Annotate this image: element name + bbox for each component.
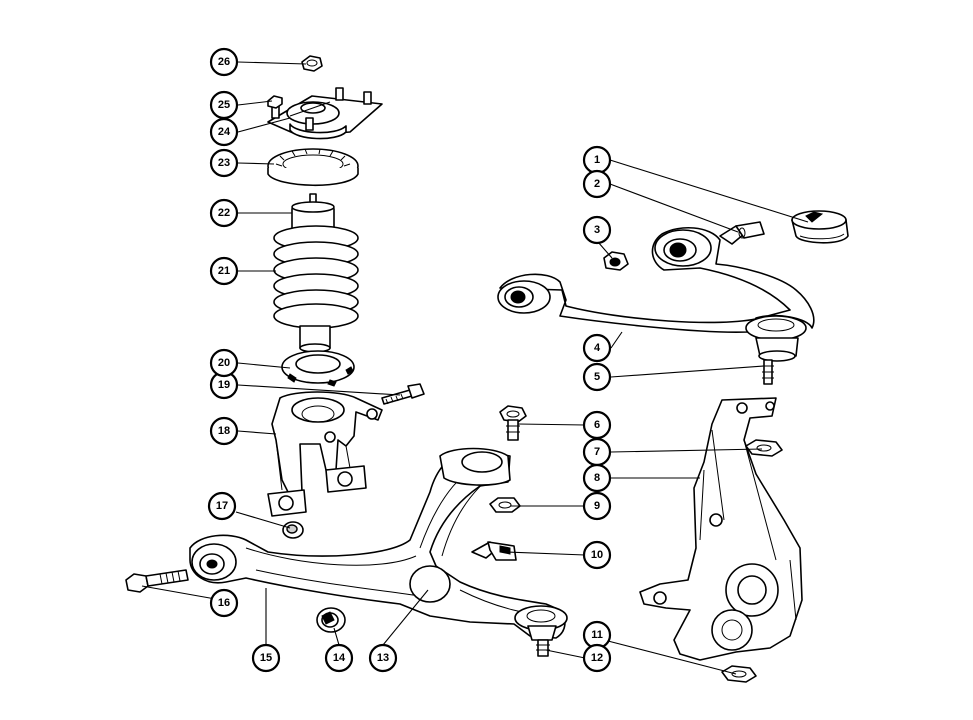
part-23-upper-spring-seat [267,148,359,187]
part-5-ball-joint-stud [755,337,799,385]
callout-15-label: 15 [260,652,272,664]
callout-1-label: 1 [594,154,600,166]
callout-25-label: 25 [218,99,230,111]
part-26-nut [301,55,323,72]
callout-10-label: 10 [591,549,603,561]
part-3-nut [603,251,629,271]
strut-assembly [267,55,425,539]
part-2-bushing-sleeve [719,221,765,245]
callout-7: 7 [582,437,612,467]
callout-9-label: 9 [594,500,600,512]
callout-24: 24 [209,117,239,147]
callout-2: 2 [582,169,612,199]
leader-lines [141,61,809,675]
callout-20-label: 20 [218,357,230,369]
callout-13: 13 [368,643,398,673]
callout-5: 5 [582,362,612,392]
callout-13-label: 13 [377,652,389,664]
lower-control-arm-group [125,405,568,657]
callout-5-label: 5 [594,371,600,383]
part-25-nut [267,95,283,109]
callout-8-label: 8 [594,472,600,484]
part-9-nut [489,497,521,513]
callout-19: 19 [209,370,239,400]
callout-12: 12 [582,643,612,673]
callout-26: 26 [209,47,239,77]
callout-24-label: 24 [218,126,231,138]
callout-4-label: 4 [594,342,601,354]
part-17-bushing [282,521,304,539]
callout-17-label: 17 [216,500,228,512]
callout-12-label: 12 [591,652,603,664]
part-1-bushing [791,210,849,244]
callout-14-label: 14 [333,652,346,664]
callout-23: 23 [209,148,239,178]
callout-6: 6 [582,410,612,440]
callout-20: 20 [209,348,239,378]
part-21-coil-spring [273,225,359,353]
part-7-nut [745,439,783,457]
part-16-bolt [125,569,189,593]
upper-control-arm-group [497,210,849,385]
part-6-bolt [499,405,527,441]
part-8-steering-knuckle [639,397,803,661]
callout-7-label: 7 [594,446,600,458]
part-14-bushing [316,607,346,633]
callout-22: 22 [209,198,239,228]
callout-4: 4 [582,333,612,363]
callout-8: 8 [582,463,612,493]
callout-21: 21 [209,256,239,286]
callout-2-label: 2 [594,178,600,190]
callout-25: 25 [209,90,239,120]
part-18-clevis-bracket [267,391,383,517]
callout-9: 9 [582,491,612,521]
part-4-upper-control-arm [497,226,815,341]
callout-16: 16 [209,588,239,618]
part-20-lower-spring-seat [281,350,355,387]
callout-18-label: 18 [218,425,230,437]
callout-22-label: 22 [218,207,230,219]
part-10-sensor-bracket [471,541,517,561]
part-13-bushing [409,565,451,603]
callout-21-label: 21 [218,265,230,277]
callout-3-label: 3 [594,224,600,236]
part-11-nut [721,665,757,683]
callout-11-label: 11 [591,629,603,641]
callout-18: 18 [209,416,239,446]
callout-14: 14 [324,643,354,673]
callout-19-label: 19 [218,379,230,391]
part-24-upper-mount [267,87,383,140]
part-15-lower-control-arm [189,447,568,639]
callout-3: 3 [582,215,612,245]
callout-6-label: 6 [594,419,600,431]
part-12-ball-joint-stud [527,625,557,657]
callout-15: 15 [251,643,281,673]
callout-17: 17 [207,491,237,521]
callout-26-label: 26 [218,56,230,68]
callout-16-label: 16 [218,597,230,609]
callout-10: 10 [582,540,612,570]
callout-1: 1 [582,145,612,175]
part-19-bolt [381,383,425,405]
callout-23-label: 23 [218,157,230,169]
